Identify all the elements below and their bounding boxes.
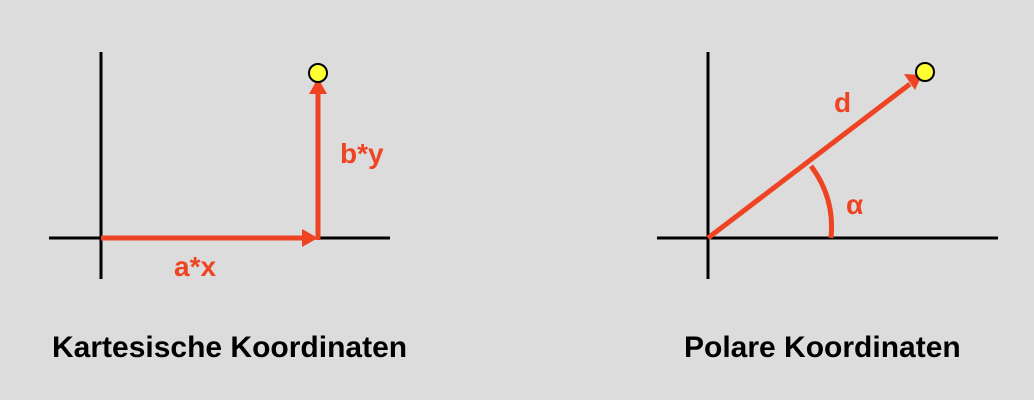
cartesian-y-arrowhead [309,78,327,94]
polar-point [915,62,935,82]
cartesian-label-x: a*x [174,251,216,282]
cartesian-diagram: a*x b*y [49,52,390,282]
polar-angle-arc [808,164,835,239]
cartesian-x-arrowhead [302,229,318,247]
cartesian-point [308,63,328,83]
polar-diagram: d α [657,52,998,279]
cartesian-label-y: b*y [340,138,384,169]
polar-label-distance: d [834,87,851,118]
polar-label-angle: α [846,189,863,220]
polar-distance-arrow [706,82,912,240]
polar-caption: Polare Koordinaten [684,331,961,364]
cartesian-caption: Kartesische Koordinaten [52,331,408,364]
